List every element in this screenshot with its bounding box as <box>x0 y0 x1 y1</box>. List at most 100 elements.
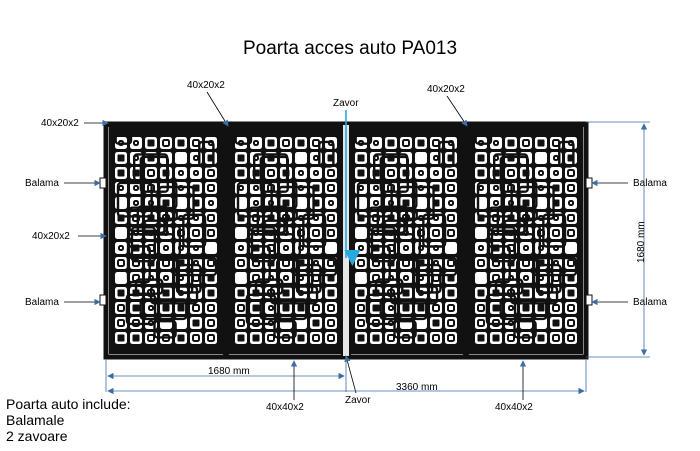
lattice-opening <box>445 167 457 179</box>
lattice-opening <box>565 332 577 344</box>
lattice-block <box>117 334 125 342</box>
lattice-block <box>117 169 125 177</box>
lattice-opening <box>490 212 502 224</box>
lattice-ring <box>253 200 259 206</box>
lattice-frame-rect <box>517 224 542 257</box>
lattice-opening <box>445 227 457 239</box>
lattice-ring <box>567 229 575 237</box>
lattice-opening <box>235 242 247 254</box>
lattice-ring <box>282 139 290 147</box>
lattice-frame-rect <box>126 233 176 259</box>
label-lock-bottom: Zavor <box>345 395 371 406</box>
lattice-block <box>237 289 245 297</box>
gate-panel-3 <box>469 127 583 354</box>
lattice-opening <box>445 212 457 224</box>
lattice-opening <box>325 302 337 314</box>
lattice-ring <box>237 259 245 267</box>
lattice-opening <box>535 167 547 179</box>
lattice-ring <box>522 139 530 147</box>
lattice-block <box>252 334 260 342</box>
lattice-frame-rect <box>273 319 297 339</box>
lattice-block <box>177 304 185 312</box>
gate-panel-1 <box>229 127 343 354</box>
lattice-ring <box>447 214 455 222</box>
lattice-frame-rect <box>412 256 458 277</box>
hinge-1 <box>99 294 107 306</box>
lattice-ring <box>327 184 335 192</box>
lattice-block <box>117 154 125 162</box>
lattice-opening <box>550 167 562 179</box>
gate-panel-2 <box>349 127 463 354</box>
lattice-ring <box>312 229 320 237</box>
lattice-frame-rect <box>373 153 409 182</box>
lattice-block <box>237 169 245 177</box>
lattice-ring <box>477 319 485 327</box>
lattice-ring <box>477 259 485 267</box>
lattice-frame-rect <box>143 219 166 235</box>
lattice-opening <box>130 137 142 149</box>
lattice-frame-rect <box>417 263 442 294</box>
lattice-frame-rect <box>182 213 207 248</box>
lattice-ring <box>207 334 215 342</box>
lattice-opening <box>370 182 382 194</box>
lattice-opening <box>115 302 127 314</box>
lattice-opening <box>250 137 262 149</box>
lattice-ring <box>327 214 335 222</box>
lattice-ring <box>327 259 335 267</box>
lattice-frame-rect <box>260 180 298 210</box>
lattice-frame-rect <box>277 224 302 257</box>
lattice-frame-rect <box>503 219 526 235</box>
lattice-opening <box>115 227 127 239</box>
lattice-opening <box>115 197 127 209</box>
lattice-opening <box>175 197 187 209</box>
lattice-ring <box>552 334 560 342</box>
lattice-frame-rect <box>198 140 215 168</box>
lattice-ring <box>312 304 320 312</box>
lattice-block <box>177 334 185 342</box>
lattice-block <box>477 154 485 162</box>
lattice-block <box>432 319 440 327</box>
gate-panel-0 <box>109 127 223 354</box>
lattice-opening <box>520 137 532 149</box>
gate-post-2 <box>463 124 469 357</box>
lattice-block <box>207 289 215 297</box>
lattice-opening <box>490 137 502 149</box>
lattice-frame-rect <box>517 208 538 222</box>
lattice-ring <box>267 334 275 342</box>
lattice-block <box>477 334 485 342</box>
label-top-mid-profile-left: 40x20x2 <box>187 80 225 91</box>
lattice-block <box>147 139 155 147</box>
lattice-ring <box>283 275 289 281</box>
lattice-ring <box>358 245 364 251</box>
lattice-opening <box>130 182 142 194</box>
lattice-block <box>522 199 530 207</box>
lattice-block <box>132 334 140 342</box>
lattice-opening <box>325 242 337 254</box>
notes-heading: Poarta auto include: <box>6 396 131 412</box>
page-title: Poarta acces auto PA013 <box>242 38 458 59</box>
lattice-ring <box>418 170 424 176</box>
lattice-block <box>537 334 545 342</box>
lattice-ring <box>253 140 259 146</box>
lattice-ring <box>567 169 575 177</box>
lattice-ring <box>493 185 499 191</box>
lattice-opening <box>475 257 487 269</box>
lattice-ring <box>207 319 215 327</box>
lattice-frame-rect <box>114 130 133 145</box>
lattice-ring <box>507 334 515 342</box>
lattice-block <box>192 319 200 327</box>
lattice-opening <box>205 227 217 239</box>
lattice-opening <box>205 302 217 314</box>
lattice-opening <box>115 317 127 329</box>
lattice-opening <box>355 197 367 209</box>
lattice-opening <box>355 302 367 314</box>
lattice-opening <box>325 332 337 344</box>
lattice-ring <box>117 319 125 327</box>
lattice-frame-rect <box>275 258 299 286</box>
lattice-ring <box>538 170 544 176</box>
hinge-3 <box>585 294 593 306</box>
lattice-block <box>417 334 425 342</box>
lattice-ring <box>207 214 215 222</box>
lattice-ring <box>507 169 515 177</box>
lattice-ring <box>327 304 335 312</box>
